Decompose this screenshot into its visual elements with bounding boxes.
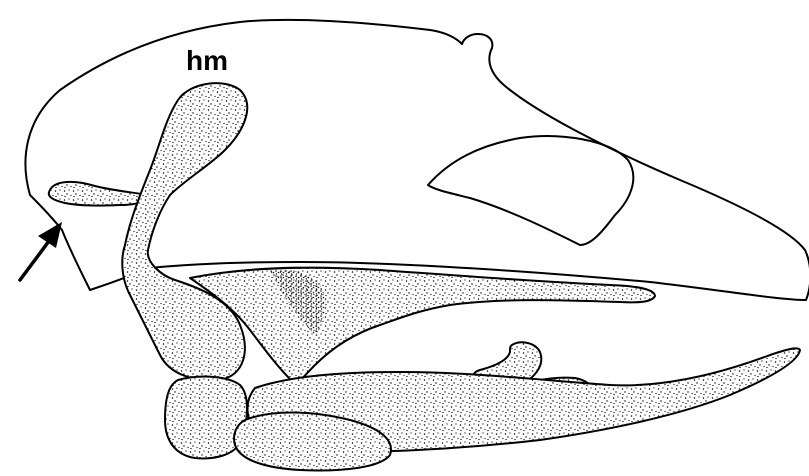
hyomandibula xyxy=(122,83,247,380)
ventral-bar xyxy=(190,268,655,384)
anterior-process xyxy=(49,182,148,206)
label-hm: hm xyxy=(186,45,228,76)
arrow-annotation xyxy=(20,222,62,280)
orbit-opening xyxy=(428,136,633,245)
